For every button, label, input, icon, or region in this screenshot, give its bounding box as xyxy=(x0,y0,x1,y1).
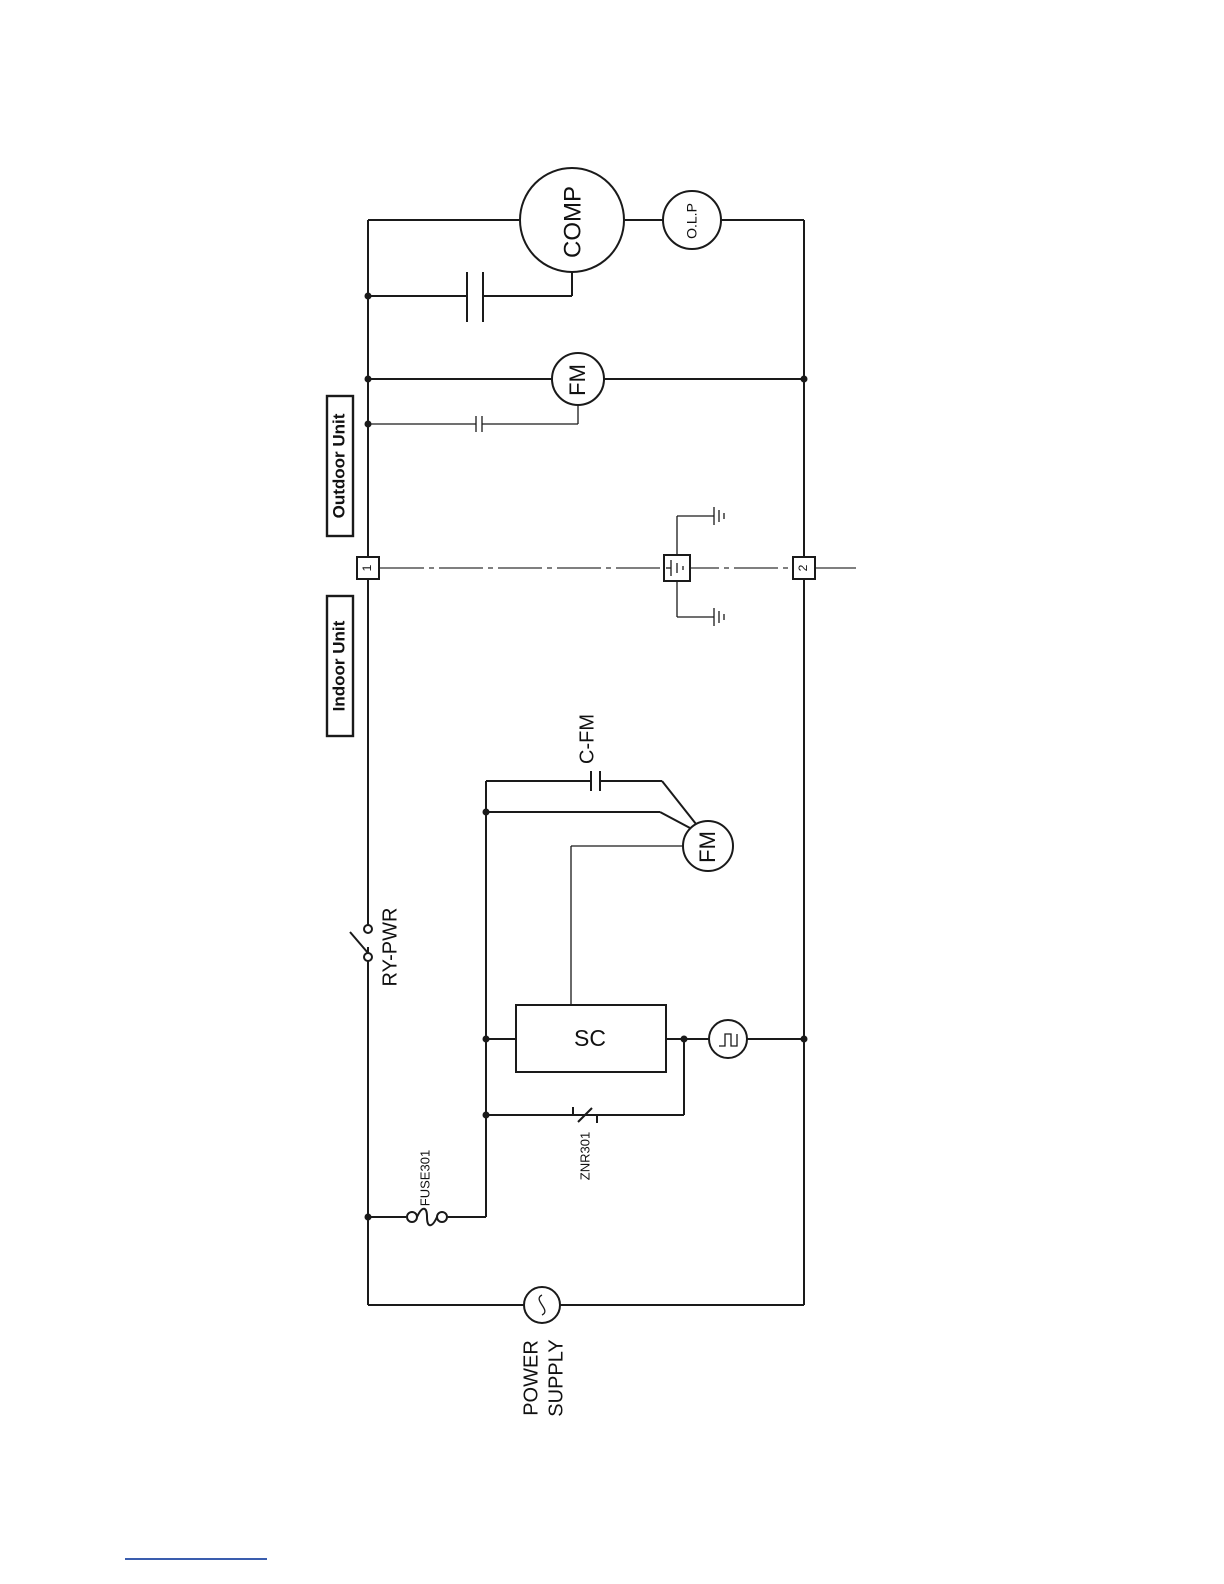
terminal-1: 1 xyxy=(357,557,379,579)
sc-controller: SC xyxy=(516,1005,666,1072)
ground-icon xyxy=(714,507,724,525)
fm-outdoor-label: FM xyxy=(565,364,590,396)
indoor-fan-motor: FM xyxy=(683,821,733,871)
znr301-varistor: ZNR301 xyxy=(573,1107,597,1180)
terminal-2: 2 xyxy=(793,557,815,579)
indoor-unit-tag: Indoor Unit xyxy=(327,596,353,736)
indoor-unit-label: Indoor Unit xyxy=(329,620,348,711)
fuse301-label: FUSE301 xyxy=(417,1150,432,1206)
compressor-capacitor xyxy=(365,272,573,322)
c-fm-capacitor: C-FM xyxy=(576,714,598,764)
ry-pwr-relay: RY-PWR xyxy=(350,908,401,987)
power-supply: POWER SUPPLY xyxy=(520,1287,567,1417)
fm-indoor-label: FM xyxy=(695,831,720,863)
olp-label: O.L.P xyxy=(684,203,700,239)
outdoor-fan-motor: FM xyxy=(365,353,808,405)
overload-protector: O.L.P xyxy=(663,191,721,249)
c-fm-label: C-FM xyxy=(576,714,598,764)
power-supply-label-1: POWER xyxy=(520,1340,542,1416)
znr301-label: ZNR301 xyxy=(577,1132,592,1180)
compressor: COMP xyxy=(520,168,624,272)
outdoor-fan-capacitor xyxy=(365,405,579,432)
power-supply-label-2: SUPPLY xyxy=(545,1339,567,1416)
terminal-1-label: 1 xyxy=(360,564,374,571)
footer-rule xyxy=(125,1558,267,1560)
terminal-2-label: 2 xyxy=(796,564,810,571)
fuse301: FUSE301 xyxy=(407,1150,447,1225)
outdoor-unit-label: Outdoor Unit xyxy=(329,413,348,518)
comp-label: COMP xyxy=(559,186,586,258)
thermostat xyxy=(709,1020,747,1058)
sc-label: SC xyxy=(574,1025,606,1051)
ground-terminal xyxy=(664,507,724,626)
ground-icon xyxy=(714,608,724,626)
outdoor-unit-tag: Outdoor Unit xyxy=(327,396,353,536)
ry-pwr-label: RY-PWR xyxy=(379,908,401,987)
